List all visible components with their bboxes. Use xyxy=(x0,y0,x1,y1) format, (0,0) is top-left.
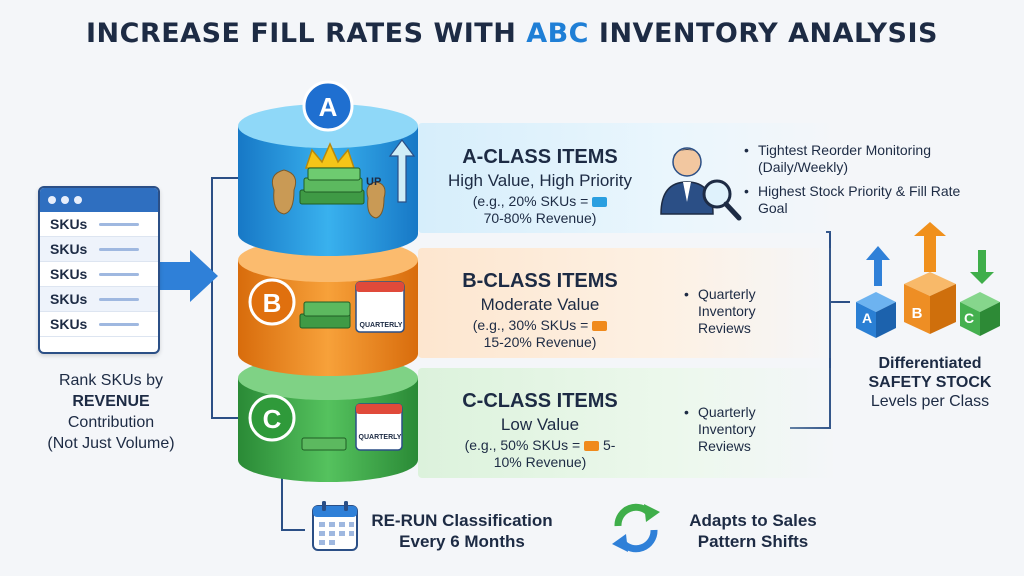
class-a-letter: A xyxy=(318,92,338,122)
class-b-text: B-CLASS ITEMS Moderate Value (e.g., 30% … xyxy=(430,270,650,351)
adapts-line1: Adapts to Sales xyxy=(689,511,817,530)
adapts-line2: Pattern Shifts xyxy=(697,532,809,551)
money-bag-icon xyxy=(366,181,386,219)
class-b-bullets: Quarterly Inventory Reviews xyxy=(684,286,794,344)
up-arrow-icon xyxy=(388,139,416,203)
class-a-bullet-1: Tightest Reorder Monitoring (Daily/Weekl… xyxy=(744,142,984,176)
class-a-badge xyxy=(302,80,354,132)
abc-cylinder-stack xyxy=(238,80,418,482)
class-a-heading: A-CLASS ITEMS xyxy=(462,146,618,168)
class-b-badge xyxy=(248,278,296,326)
class-c-bullet: Quarterly Inventory Reviews xyxy=(684,404,794,455)
class-b-letter: B xyxy=(262,288,282,318)
class-c-badge xyxy=(248,394,296,442)
box-b-icon xyxy=(904,272,956,334)
rank-line4: (Not Just Volume) xyxy=(47,435,175,452)
up-label: UP xyxy=(366,176,382,188)
page-title: INCREASE FILL RATES WITH ABC INVENTORY A… xyxy=(0,18,1024,49)
title-pre: INCREASE FILL RATES WITH xyxy=(85,18,527,49)
down-arrow-icon xyxy=(970,250,994,284)
title-post: INVENTORY ANALYSIS xyxy=(589,18,938,49)
box-c-letter: C xyxy=(963,310,975,326)
crown-icon xyxy=(304,142,356,169)
class-b-heading: B-CLASS ITEMS xyxy=(462,270,618,292)
sku-row: SKUs xyxy=(40,312,158,337)
window-dot-icon xyxy=(48,196,56,204)
up-arrow-icon xyxy=(866,246,890,286)
adapts-text: Adapts to Sales Pattern Shifts xyxy=(668,510,838,552)
big-arrow-icon xyxy=(160,250,218,302)
class-c-letter: C xyxy=(262,404,282,434)
sku-window-titlebar xyxy=(40,188,158,212)
rank-line3: Contribution xyxy=(67,414,155,431)
class-c-bullets: Quarterly Inventory Reviews xyxy=(684,404,794,462)
class-c-chip-icon xyxy=(584,441,600,452)
class-b-bullet: Quarterly Inventory Reviews xyxy=(684,286,794,337)
money-bag-icon xyxy=(271,169,297,215)
box-a-letter: A xyxy=(861,310,873,326)
calendar-c-label: QUARTERLY xyxy=(358,434,402,441)
rank-caption: Rank SKUs by REVENUE Contribution (Not J… xyxy=(22,370,200,454)
sku-row: SKUs xyxy=(40,237,158,262)
safety-stock-boxes xyxy=(856,222,1000,338)
window-dot-icon xyxy=(74,196,82,204)
sku-row: SKUs xyxy=(40,212,158,237)
class-c-heading: C-CLASS ITEMS xyxy=(462,390,618,412)
class-b-example: (e.g., 30% SKUs = 15-20% Revenue) xyxy=(430,317,650,351)
class-c-example: (e.g., 50% SKUs = 5- 10% Revenue) xyxy=(464,437,616,470)
magnifier-icon xyxy=(702,179,732,209)
money-icon xyxy=(301,437,347,451)
sku-list-window: SKUs SKUs SKUs SKUs SKUs xyxy=(38,186,160,354)
box-b-letter: B xyxy=(911,305,923,322)
rerun-line2: Every 6 Months xyxy=(399,532,525,551)
refresh-icon xyxy=(612,503,660,553)
safety-stock-caption: Differentiated SAFETY STOCK Levels per C… xyxy=(850,354,1010,411)
box-c-icon xyxy=(960,292,1000,336)
class-c-subheading: Low Value xyxy=(500,415,580,434)
calendar-icon xyxy=(312,501,358,551)
class-a-text: A-CLASS ITEMS High Value, High Priority … xyxy=(420,146,660,227)
class-b-chip-icon xyxy=(592,321,608,332)
class-b-subheading: Moderate Value xyxy=(480,295,600,314)
sku-row: SKUs xyxy=(40,287,158,312)
calendar-b-label: QUARTERLY xyxy=(359,322,403,329)
class-a-bullets: Tightest Reorder Monitoring (Daily/Weekl… xyxy=(744,142,984,224)
title-accent: ABC xyxy=(526,18,589,49)
class-c-text: C-CLASS ITEMS Low Value (e.g., 50% SKUs … xyxy=(430,390,650,471)
safety-line1: Differentiated xyxy=(878,355,982,372)
class-a-chip-icon xyxy=(592,197,608,208)
rerun-line1: RE-RUN Classification xyxy=(371,511,553,530)
box-a-icon xyxy=(856,292,896,338)
rank-line2: REVENUE xyxy=(72,393,150,410)
class-a-bullet-2: Highest Stock Priority & Fill Rate Goal xyxy=(744,183,984,217)
rank-line1: Rank SKUs by xyxy=(58,372,164,389)
safety-line3: Levels per Class xyxy=(870,393,990,410)
safety-line2: SAFETY STOCK xyxy=(868,374,992,391)
window-dot-icon xyxy=(61,196,69,204)
analyst-icon xyxy=(660,147,742,221)
class-a-example: (e.g., 20% SKUs = 70-80% Revenue) xyxy=(420,193,660,227)
up-arrow-icon xyxy=(914,222,946,272)
class-a-subheading: High Value, High Priority xyxy=(448,171,632,190)
rerun-text: RE-RUN Classification Every 6 Months xyxy=(362,510,562,552)
sku-row: SKUs xyxy=(40,262,158,287)
